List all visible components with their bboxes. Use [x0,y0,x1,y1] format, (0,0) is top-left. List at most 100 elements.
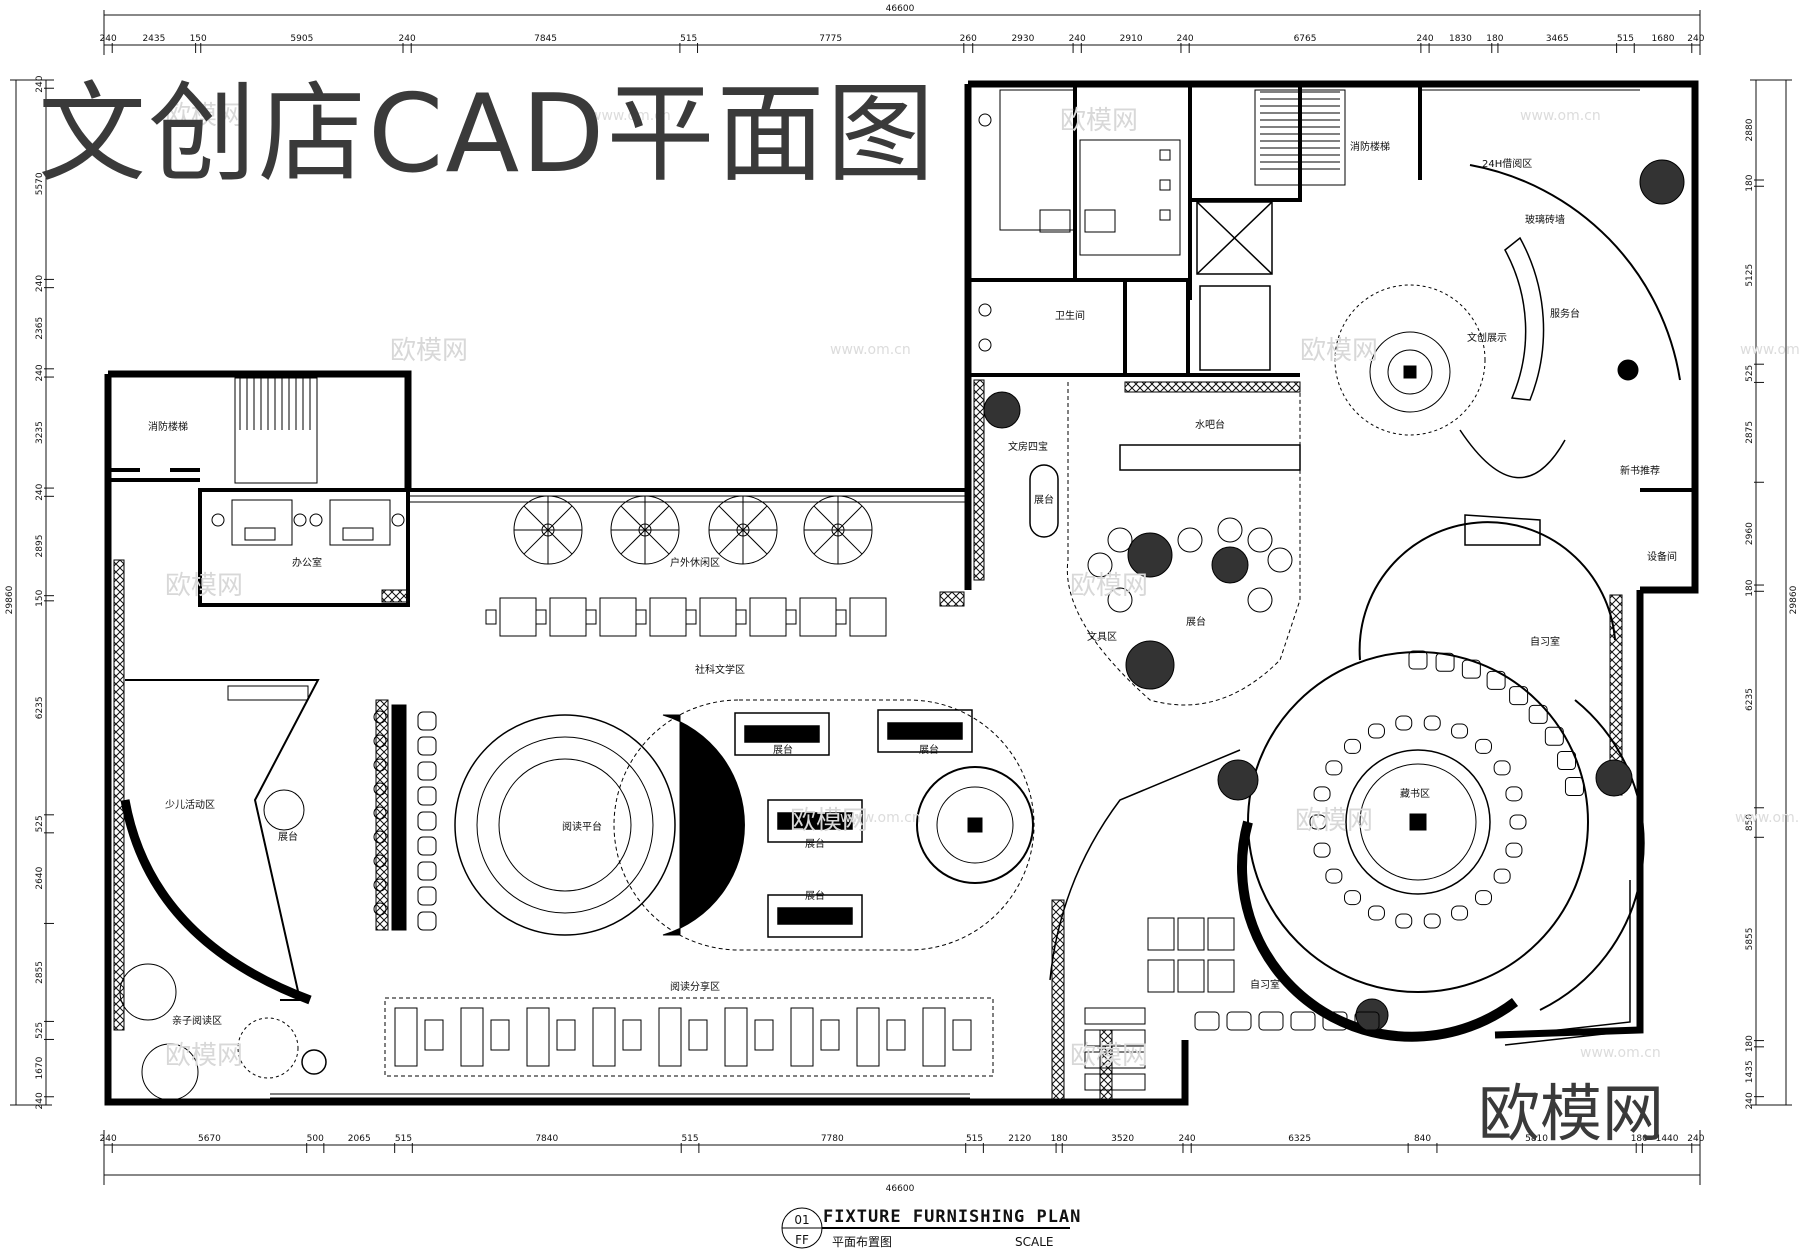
bench [460,1007,484,1067]
chair [1423,913,1441,929]
study-chair [1557,751,1577,771]
drawing-title-block: 01 FF FIXTURE FURNISHING PLAN 平面布置图 SCAL… [781,1207,1080,1249]
dim-top-total: 46600 [886,4,915,14]
label-study-room-1: 自习室 [1530,635,1560,648]
chair [417,861,437,881]
study-chair [1408,650,1428,670]
label-restroom: 卫生间 [1055,309,1085,322]
label-stationery-display-2: 展台 [1186,615,1206,628]
chair [1474,738,1492,754]
dimension-value: 6235 [35,696,45,719]
watermark-logo: 欧模网 [1295,806,1374,836]
dimension-value: 150 [190,34,207,44]
dimension-value: 5905 [290,34,313,44]
watermark-url: www.om.cn [840,810,921,826]
label-parent-child-reading: 亲子阅读区 [172,1014,222,1027]
dimension-value: 1680 [1652,34,1675,44]
dimension-value: 240 [1069,34,1086,44]
chair [1451,723,1469,739]
stool [1107,527,1133,553]
watermark-logo: 欧模网 [790,806,869,836]
dimension-value: 7780 [821,1134,844,1144]
glazing [270,89,1640,1099]
umbrella-rib [620,529,646,555]
dimension-value: 2435 [142,34,165,44]
elevator [1196,201,1273,371]
stool [1247,527,1273,553]
stool [373,830,387,844]
cafe-chair [735,609,747,625]
cafe-table [599,597,637,637]
cafe-table [749,597,787,637]
stool [1087,552,1113,578]
bench [856,1007,880,1067]
dimension-value: 1440 [1656,1134,1679,1144]
study-chair [1194,1011,1220,1031]
chair [1309,814,1327,830]
study-chair [1461,659,1481,679]
side-table [622,1019,642,1051]
label-stationery-display: 展台 [1034,493,1054,506]
dimension-value: 5125 [1745,264,1755,287]
room-labels: 消防楼梯 办公室 户外休闲区 社科文学区 少儿活动区 展台 亲子阅读区 阅读平台… [148,140,1677,1027]
right-glazing [1049,749,1641,1046]
dimension-value: 6325 [1288,1134,1311,1144]
chair [1395,715,1413,731]
label-display-4: 展台 [805,889,825,902]
label-reading-platform: 阅读平台 [562,820,602,833]
dimension-value: 5810 [1525,1134,1548,1144]
dim-left-total: 29860 [5,585,15,614]
cafe-chair [485,609,497,625]
dimension-value: 2065 [348,1134,371,1144]
stool [373,758,387,772]
watermark-url: www.om.cn [1580,1045,1661,1061]
study-chair [1290,1011,1316,1031]
umbrella-rib [523,529,549,555]
label-new-books: 新书推荐 [1620,464,1660,477]
study-chair [1322,1011,1348,1031]
study-chair [1509,686,1529,706]
outdoor-umbrellas [513,495,873,565]
dimension-value: 180 [1745,1035,1755,1052]
chair [1451,905,1469,921]
interior-walls [108,84,1695,607]
umbrella-rib [547,505,573,531]
chair [417,811,437,831]
dimension-value: 240 [1416,34,1433,44]
cafe-table [649,597,687,637]
dimension-value: 240 [35,75,45,92]
watermark-logo: 欧模网 [165,571,244,601]
bench [526,1007,550,1067]
dimension-value: 2960 [1745,522,1755,545]
label-service-desk: 服务台 [1550,307,1580,320]
label-stationery-area: 文具区 [1087,630,1117,643]
label-fire-stair-right: 消防楼梯 [1350,140,1390,153]
dimension-value: 240 [35,275,45,292]
drawing-title-cn: 平面布置图 [832,1235,892,1249]
exterior-walls [104,80,1699,1106]
dimension-value: 525 [35,815,45,832]
dimension-value: 180 [1486,34,1503,44]
stationery-area [983,382,1301,706]
umbrella-rib [742,505,768,531]
watermark-logo: 欧模网 [1060,106,1139,136]
dimension-value: 240 [1687,34,1704,44]
label-water-bar: 水吧台 [1195,418,1225,431]
watermark-logo: 欧模网 [390,336,469,366]
chair [417,911,437,931]
study-chair [1258,1011,1284,1031]
kids-partition [119,679,327,1101]
umbrella-rib [813,505,839,531]
dimension-lines [10,10,1792,1185]
label-glass-brick: 玻璃砖墙 [1525,213,1565,226]
chair [417,736,437,756]
cafe-chair [535,609,547,625]
dimension-value: 2365 [35,317,45,340]
study-desk [1147,959,1175,993]
dimension-value: 240 [399,34,416,44]
chair [417,711,437,731]
stool [1107,587,1133,613]
dimension-value: 1830 [1449,34,1472,44]
stool [373,902,387,916]
